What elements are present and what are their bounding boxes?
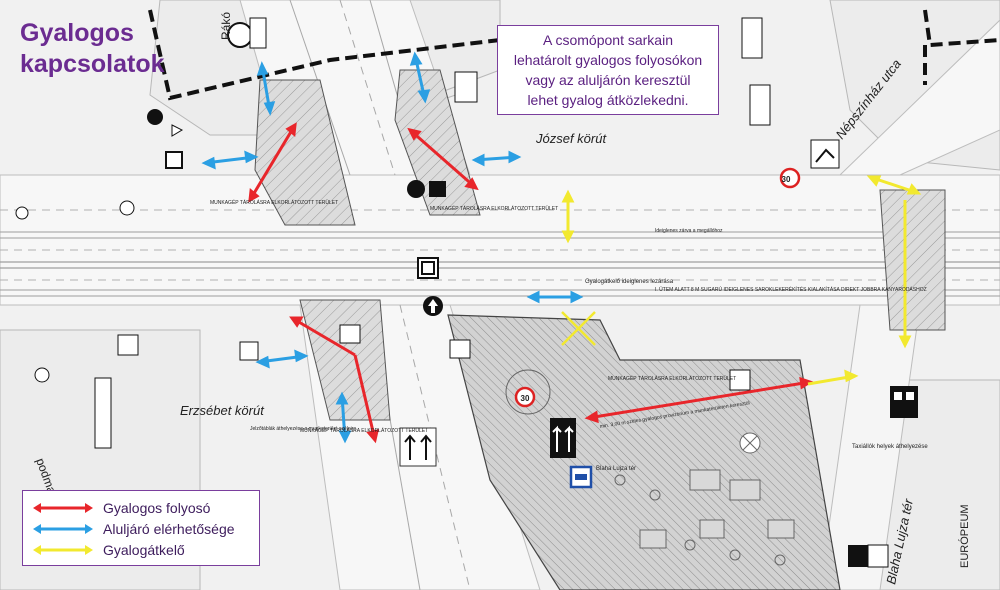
- speed-limit-sign: 30: [782, 175, 791, 184]
- label-jelzotablak: Jelzőtáblák áthelyezése a munkaterület s…: [250, 426, 356, 432]
- label-gyalogatkelo-lezaras: Gyalogátkelő ideiglenes lezárása: [585, 279, 674, 285]
- title-line-2: kapcsolatok: [20, 50, 165, 78]
- label-munkagep-3: MUNKAGÉP TÁROLÁSRA ELKORLÁTOZOTT TERÜLET: [608, 375, 736, 382]
- legend-item-gyalogatkelo: Gyalogátkelő: [31, 539, 251, 560]
- legend-item-alujaro: Aluljáró elérhetősége: [31, 518, 251, 539]
- yellow-double-arrow-icon: [33, 544, 93, 555]
- callout-line-4: lehet gyalog átközlekedni.: [527, 92, 689, 108]
- label-utem-note: I. ÜTEM ALATT 8 M SUGARÚ IDEIGLENES SARO…: [655, 286, 927, 293]
- construction-boundary: [148, 9, 1000, 101]
- legend-label-3: Gyalogátkelő: [103, 541, 185, 558]
- corridor-ne: [409, 128, 477, 190]
- corridor-sw2: [353, 354, 377, 441]
- blue-double-arrow-icon: [33, 523, 93, 534]
- label-ideiglenes-zarva: Ideiglenes zárva a megállóhoz: [655, 228, 723, 234]
- legend-label-2: Aluljáró elérhetősége: [103, 520, 235, 537]
- label-rakoczi: Rákó: [219, 12, 233, 40]
- jozsef-erzsebet-korut-road: [0, 174, 1000, 306]
- label-munkagep-1: MUNKAGÉP TÁROLÁSRA ELKORLÁTOZOTT TERÜLET: [210, 199, 338, 206]
- legend-item-gyalogos-folyoso: Gyalogos folyosó: [31, 497, 251, 518]
- pedestrian-crossings: [561, 175, 922, 386]
- corridor-sw1: [291, 316, 356, 357]
- corridor-se: [587, 380, 811, 420]
- traffic-signs: [15, 17, 918, 568]
- callout-line-3: vagy az aluljárón keresztül: [525, 72, 691, 88]
- label-erzsebet-korut: Erzsébet körút: [180, 403, 265, 418]
- label-taxi: Taxiállók helyek áthelyezése: [852, 444, 928, 450]
- red-double-arrow-icon: [33, 502, 93, 513]
- corridor-nw: [248, 124, 297, 201]
- callout-line-1: A csomópont sarkain: [543, 32, 673, 48]
- callout-line-2: lehatárolt gyalogos folyosókon: [513, 52, 703, 68]
- label-munkagep-4: MUNKAGÉP TÁROLÁSRA ELKORLÁTOZOTT TERÜLET: [300, 427, 428, 434]
- label-blaha-note: Blaha Lujza tér: [596, 466, 636, 472]
- closed-crossing-x2: [561, 311, 596, 346]
- speed-limit-sign-2: 30: [521, 394, 530, 403]
- label-munkagep-2: MUNKAGÉP TÁROLÁSRA ELKORLÁTOZOTT TERÜLET: [430, 205, 558, 212]
- info-callout: A csomópont sarkain lehatárolt gyalogos …: [497, 25, 719, 115]
- legend: Gyalogos folyosó Aluljáró elérhetősége G…: [22, 490, 260, 566]
- page-title: Gyalogos kapcsolatok: [20, 18, 170, 80]
- underpass-access: [201, 51, 584, 444]
- legend-label-1: Gyalogos folyosó: [103, 499, 211, 516]
- label-europeum: EURÓPEUM: [958, 504, 971, 568]
- pedestrian-corridors: [248, 122, 814, 444]
- title-line-1: Gyalogos: [20, 19, 134, 47]
- label-jozsef-korut: József körút: [535, 131, 607, 146]
- plaza-details: [505, 369, 795, 566]
